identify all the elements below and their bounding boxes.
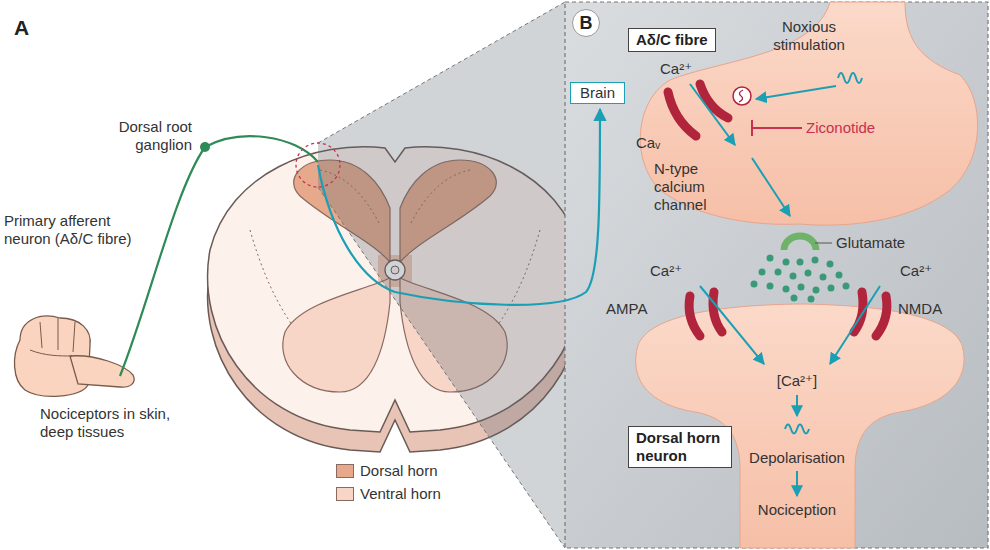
glutamate-dot xyxy=(767,255,774,262)
glutamate-dot xyxy=(836,272,843,279)
process-label: Depolarisation xyxy=(749,449,845,467)
ion-label: [Ca²⁺] xyxy=(777,372,817,390)
channel-label: Caᵥ xyxy=(636,134,660,152)
glutamate-dot xyxy=(775,269,782,276)
glutamate-dot xyxy=(798,284,805,291)
flow-arrow xyxy=(756,86,836,99)
calcium-influx-arrow xyxy=(830,286,880,364)
title-box: Aδ/C fibre xyxy=(628,28,716,52)
glutamate-dot xyxy=(783,259,790,266)
nmda-receptor xyxy=(876,296,887,336)
glutamate-dot xyxy=(808,296,815,303)
flow-arrow xyxy=(796,395,798,416)
stimulus-label: Noxious stimulation xyxy=(762,18,857,54)
glutamate-dot xyxy=(759,269,766,276)
ventral-horn xyxy=(283,278,390,392)
ascending-tract xyxy=(318,109,600,305)
channel-gate-symbol xyxy=(733,87,751,105)
drug-label: Ziconotide xyxy=(806,119,875,137)
glutamate-dot xyxy=(767,283,774,290)
structure-label: Nociceptors in skin, deep tissues xyxy=(40,405,190,441)
glutamate-dot xyxy=(843,283,850,290)
panel-b-ground xyxy=(565,2,988,548)
ion-label: Ca²⁺ xyxy=(660,60,692,78)
flow-arrow xyxy=(796,471,798,496)
ampa-receptor xyxy=(689,296,700,336)
glutamate-dot xyxy=(813,287,820,294)
glutamate-dot xyxy=(797,259,804,266)
calcium-channel xyxy=(668,92,696,136)
node-text: Aδ/C fibre xyxy=(636,31,708,49)
flow-arrow xyxy=(752,158,790,216)
receptor-label: NMDA xyxy=(898,300,942,318)
leader-line xyxy=(815,243,832,244)
calcium-channel xyxy=(700,84,728,118)
legend-text: Ventral horn xyxy=(360,485,441,503)
depolarisation-wave xyxy=(785,425,809,434)
calcium-influx-arrow xyxy=(690,84,735,145)
panel-letter-circle: B xyxy=(572,9,600,37)
ion-label: Ca²⁺ xyxy=(650,262,682,280)
glutamate-dot xyxy=(827,261,834,268)
glutamate-cluster xyxy=(751,255,850,303)
legend-swatch xyxy=(336,464,354,478)
zoom-fan xyxy=(318,2,565,548)
legend-text: Dorsal horn xyxy=(360,462,438,480)
ion-label: Ca²⁺ xyxy=(900,262,932,280)
zoom-line xyxy=(318,2,565,548)
ganglion-dot xyxy=(200,142,210,152)
node-text: Brain xyxy=(580,84,615,102)
stimulus-wave xyxy=(838,73,862,83)
target-box: Brain xyxy=(570,82,625,104)
structure-label: Primary afferent neuron (Aδ/C fibre) xyxy=(4,212,152,248)
glutamate-dot xyxy=(812,257,819,264)
glutamate-dot xyxy=(783,286,790,293)
channel-gate-symbol xyxy=(739,90,743,102)
node-text: Dorsal horn neuron xyxy=(636,429,724,465)
structure-label: Dorsal root ganglion xyxy=(82,118,192,154)
hand-thumb xyxy=(70,356,134,387)
afferent-fibre xyxy=(120,136,318,376)
calcium-influx-arrow xyxy=(700,286,764,364)
inhibition-line xyxy=(752,120,802,136)
glutamate-dot xyxy=(820,274,827,281)
transmitter-label: Glutamate xyxy=(836,234,905,252)
glutamate-dot xyxy=(791,295,798,302)
receptor-label: AMPA xyxy=(606,300,647,318)
title-box: Dorsal horn neuron xyxy=(628,426,732,468)
node-text: B xyxy=(573,10,599,36)
glutamate-dot xyxy=(751,281,758,288)
panel-letter: A xyxy=(14,16,29,40)
release-vesicle xyxy=(784,236,816,250)
legend-swatch xyxy=(336,487,354,501)
glutamate-dot xyxy=(790,273,797,280)
finger-line xyxy=(30,318,75,356)
channel-label: N-type calcium channel xyxy=(654,160,739,214)
process-label: Nociception xyxy=(758,501,836,519)
glutamate-dot xyxy=(828,285,835,292)
glutamate-dot xyxy=(805,270,812,277)
